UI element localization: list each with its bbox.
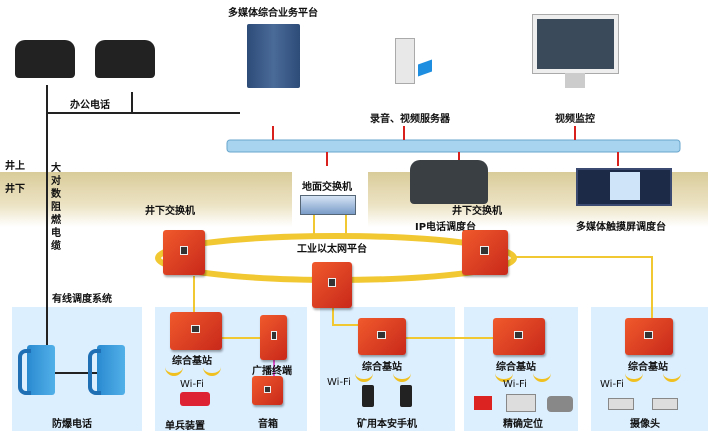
ethernet-bus	[226, 139, 681, 153]
base-station-2-label: 综合基站	[362, 362, 402, 373]
platform-label: 多媒体综合业务平台	[228, 8, 318, 19]
ip-phone-icon	[410, 160, 488, 204]
office-phone-icon	[95, 40, 155, 78]
individual-device-icon	[180, 392, 210, 406]
wifi-signal-icon	[393, 372, 411, 382]
cable-char: 电	[51, 228, 61, 239]
underground-switch-right	[462, 230, 508, 275]
underground-band-left	[0, 172, 292, 227]
base-station-3	[493, 318, 545, 355]
base-station-4-label: 综合基站	[628, 362, 668, 373]
explosion-proof-phone-icon	[88, 345, 125, 395]
ground-switch-icon	[300, 195, 356, 215]
wifi-label: Wi-Fi	[180, 379, 204, 390]
base-station-4	[625, 318, 673, 355]
underground-switch-left	[163, 230, 205, 275]
below-ground-label: 井下	[5, 184, 25, 195]
cable-char: 数	[51, 189, 61, 200]
cable-char: 大	[51, 163, 61, 174]
server-icon	[395, 38, 415, 84]
vehicle-icon	[506, 394, 536, 412]
base-station-1	[170, 312, 222, 350]
lamp-icon	[474, 396, 492, 410]
base-station-1-label: 综合基站	[172, 356, 212, 367]
explosion-proof-phone-icon	[18, 345, 55, 395]
broadcast-terminal-label: 广播终端	[252, 366, 292, 377]
underground-switch-center	[312, 262, 352, 308]
monitor-icon	[532, 14, 619, 74]
wifi-signal-icon	[203, 366, 221, 376]
switch-left-label: 井下交换机	[145, 206, 195, 217]
touch-screen-icon	[610, 172, 640, 200]
base-station-2	[358, 318, 406, 355]
touch-desk-label: 多媒体触摸屏调度台	[576, 222, 666, 233]
cable-char: 阻	[51, 202, 61, 213]
cable-char: 燃	[51, 215, 61, 226]
bus-taps	[272, 126, 619, 166]
office-phone-label: 办公电话	[70, 100, 110, 111]
ip-phone-label: IP电话调度台	[415, 222, 477, 233]
mobile-phone-icon	[362, 385, 374, 407]
wifi-signal-icon	[625, 372, 643, 382]
tag-icon	[547, 396, 573, 412]
switch-right-label: 井下交换机	[452, 206, 502, 217]
ground-switch-label: 地面交换机	[302, 182, 352, 193]
wifi-label: Wi-Fi	[503, 379, 527, 390]
office-phone-icon	[15, 40, 75, 78]
wifi-signal-icon	[165, 366, 183, 376]
cable-char: 对	[51, 176, 61, 187]
base-station-3-label: 综合基站	[496, 362, 536, 373]
broadcast-terminal-icon	[260, 315, 287, 360]
above-ground-label: 井上	[5, 161, 25, 172]
camera-icon	[608, 398, 634, 410]
speaker-label: 音箱	[258, 419, 278, 430]
wired-system-label: 有线调度系统	[52, 294, 112, 305]
wifi-label: Wi-Fi	[600, 379, 624, 390]
cable-label: 大对数阻燃电缆	[51, 162, 63, 253]
speaker-icon	[252, 376, 283, 405]
camera-label: 摄像头	[630, 419, 660, 430]
cable-char: 缆	[51, 241, 61, 252]
individual-device-label: 单兵装置	[165, 421, 205, 432]
server-label: 录音、视频服务器	[370, 114, 450, 125]
mobile-phone-icon	[400, 385, 412, 407]
wifi-signal-icon	[495, 372, 513, 382]
camera-icon	[652, 398, 678, 410]
monitor-stand-icon	[565, 73, 585, 88]
ethernet-platform-label: 工业以太网平台	[297, 244, 367, 255]
explosion-proof-phone-label: 防爆电话	[52, 419, 92, 430]
server-cabinet-icon	[247, 24, 300, 88]
mobile-phone-label: 矿用本安手机	[357, 419, 417, 430]
wifi-signal-icon	[355, 372, 373, 382]
wifi-label: Wi-Fi	[327, 377, 351, 388]
wifi-signal-icon	[663, 372, 681, 382]
wifi-signal-icon	[533, 372, 551, 382]
positioning-label: 精确定位	[503, 419, 543, 430]
monitor-label: 视频监控	[555, 114, 595, 125]
